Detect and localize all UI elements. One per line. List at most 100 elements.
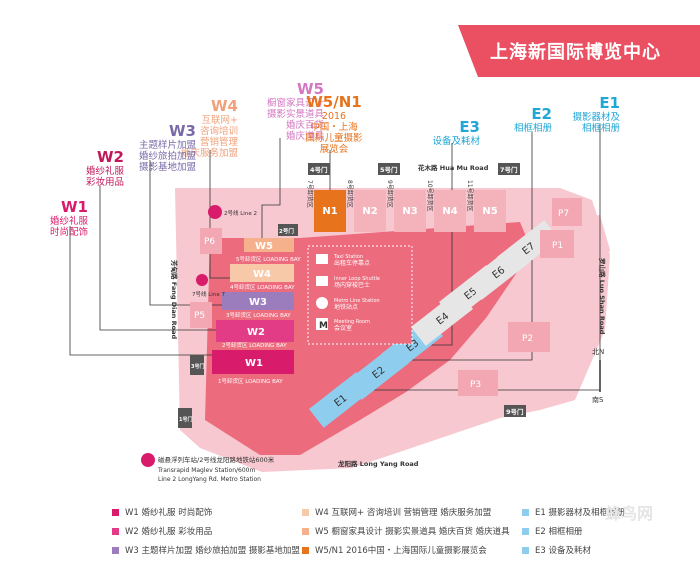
- legend-swatch: [302, 508, 309, 516]
- watermark: 蜂鸟网: [605, 504, 654, 523]
- loading-bay-label: 4号卸货区 LOADING BAY: [230, 283, 295, 291]
- area-p2-label: P2: [522, 334, 533, 344]
- banner-cut: [458, 25, 478, 77]
- east-buffer: [455, 215, 610, 410]
- area-p5: [190, 302, 212, 328]
- loading-bay-label: 2号卸货区 LOADING BAY: [222, 341, 287, 349]
- legend-w2: W2 婚纱礼服 彩妆用品: [112, 525, 212, 537]
- taxi-icon: [316, 254, 328, 264]
- metro-bottom-line3: Line 2 LongYang Rd. Metro Station: [158, 476, 261, 483]
- compass-south: 南S: [592, 395, 604, 404]
- hall-w5: [244, 238, 294, 252]
- page-title: 上海新国际博览中心: [490, 42, 661, 63]
- area-p3-label: P3: [470, 380, 481, 390]
- road-north: 花木路 Hua Mu Road: [418, 163, 489, 172]
- hall-n1: [314, 190, 346, 232]
- gate-4: [308, 163, 330, 175]
- legend-meeting-zh: 会议室: [334, 324, 352, 332]
- area-p5-label: P5: [194, 311, 205, 321]
- area-p3: [458, 370, 498, 396]
- legend-w4: W4 互联网+ 咨询培训 营销管理 婚庆服务加盟: [302, 506, 491, 518]
- area-p6: [200, 228, 222, 254]
- metro-station-icon: [196, 274, 208, 286]
- legend-swatch: [522, 546, 529, 554]
- loading-bay-label: 3号卸货区 LOADING BAY: [226, 311, 291, 319]
- hall-n5: [474, 190, 506, 232]
- gate-2-label: 2号门: [279, 227, 294, 235]
- metro-bottom-text: 磁悬浮列车站/2号线龙阳路地铁站600米 Transrapid Maglev S…: [157, 455, 275, 483]
- label-e3: E3 设备及耗材: [432, 118, 480, 147]
- label-e2: E2 相框相册: [513, 105, 552, 134]
- north-bay-label: 7号卸货区: [306, 180, 314, 208]
- gate-1-label: 1号门: [179, 416, 192, 423]
- metro-bottom-line1: 磁悬浮列车站/2号线龙阳路地铁站600米: [158, 455, 275, 464]
- gate-9: [504, 405, 526, 417]
- map-legend-box: Taxi Station 出租车停靠点 Inner Loop Shuttle 场…: [307, 245, 413, 345]
- label-e1: E1 摄影器材及相框相册: [572, 94, 620, 134]
- label-w4: W4 互联网+咨询培训营销管理婚庆服务加盟: [180, 97, 238, 159]
- legend-taxi-en: Taxi Station: [333, 254, 363, 260]
- legend-e3: E3 设备及耗材: [522, 544, 591, 556]
- loading-bay-label: 5号卸货区 LOADING BAY: [236, 255, 301, 263]
- gate-9-label: 9号门: [506, 407, 524, 416]
- legend-meeting-en: Meeting Room: [334, 319, 370, 325]
- legend-w1: W1 婚纱礼服 时尚配饰: [112, 506, 212, 518]
- metro-markers: 2号线 Line 2 7号线 Line 7: [141, 205, 257, 467]
- area-p6-label: P6: [204, 237, 215, 247]
- gate-1: [178, 408, 192, 428]
- legend-swatch: [112, 508, 119, 516]
- gate-2: [278, 224, 298, 236]
- north-bay-label: 10号卸货区: [426, 180, 434, 212]
- hall-w4-label: W4: [253, 269, 271, 280]
- legend-e2: E2 相框相册: [522, 525, 582, 537]
- meeting-room-icon: [316, 318, 328, 330]
- north-bay-label: 11号卸货区: [466, 180, 474, 212]
- loading-bays: 5号卸货区 LOADING BAY 4号卸货区 LOADING BAY 3号卸货…: [218, 255, 301, 385]
- area-p7: [552, 198, 582, 226]
- hall-n4-label: N4: [442, 206, 457, 217]
- west-halls: W5 W4 W3 W2 W1: [212, 238, 294, 374]
- hall-n3: [394, 190, 426, 232]
- legend-w5n1: W5/N1 2016中国・上海国际儿童摄影展览会: [302, 544, 487, 556]
- north-halls: N1 N2 N3 N4 N5: [314, 190, 506, 232]
- north-bay-label: 9号卸货区: [386, 180, 394, 208]
- hall-w5-label: W5: [255, 241, 273, 252]
- hall-w1-label: W1: [245, 358, 263, 369]
- gate-5: [378, 163, 400, 175]
- hall-w2-label: W2: [247, 327, 265, 338]
- label-w2: W2 婚纱礼服彩妆用品: [85, 148, 124, 188]
- gates: 4号门 5号门 7号门 9号门 3号门 1号门 2号门: [178, 163, 526, 428]
- hall-n4: [434, 190, 466, 232]
- hall-n5-label: N5: [482, 206, 497, 217]
- hall-n3-label: N3: [402, 206, 417, 217]
- hall-w2: [216, 320, 294, 342]
- compass-north: 北N: [592, 348, 604, 356]
- metro-station-icon: [141, 453, 155, 467]
- legend-metro-zh: 地铁站点: [334, 303, 358, 311]
- metro-bottom-line2: Transrapid Maglev Station/600m: [157, 467, 255, 474]
- legend-swatch: [112, 527, 119, 535]
- legend-e1: E1 摄影器材及相框相册: [522, 506, 625, 518]
- legend-swatch: [112, 546, 119, 554]
- road-east: 罗山路 Luo Shan Road: [598, 258, 607, 335]
- hall-w1: [212, 350, 294, 374]
- area-p1-label: P1: [552, 241, 563, 251]
- legend-swatch: [302, 527, 309, 535]
- area-p2: [508, 322, 550, 352]
- area-p7-label: P7: [558, 209, 569, 219]
- metro-icon: [316, 297, 328, 309]
- area-p1: [540, 230, 574, 258]
- metro-line2-label: 2号线 Line 2: [224, 209, 257, 217]
- label-w5: W5 橱窗家具设计摄影实景道具婚庆百货婚庆道具: [266, 80, 324, 142]
- hall-n2: [354, 190, 386, 232]
- legend-swatch: [522, 508, 529, 516]
- legend-taxi-zh: 出租车停靠点: [334, 259, 370, 267]
- label-w3: W3 主题样片加盟婚纱旅拍加盟摄影基地加盟: [138, 122, 196, 173]
- label-w1: W1 婚纱礼服时尚配饰: [49, 198, 88, 238]
- hall-w4: [230, 264, 294, 282]
- north-bay-label: 8号卸货区: [346, 180, 354, 208]
- gate-3-label: 3号门: [191, 363, 204, 370]
- hall-w3-label: W3: [249, 297, 267, 308]
- legend-swatch: [522, 527, 529, 535]
